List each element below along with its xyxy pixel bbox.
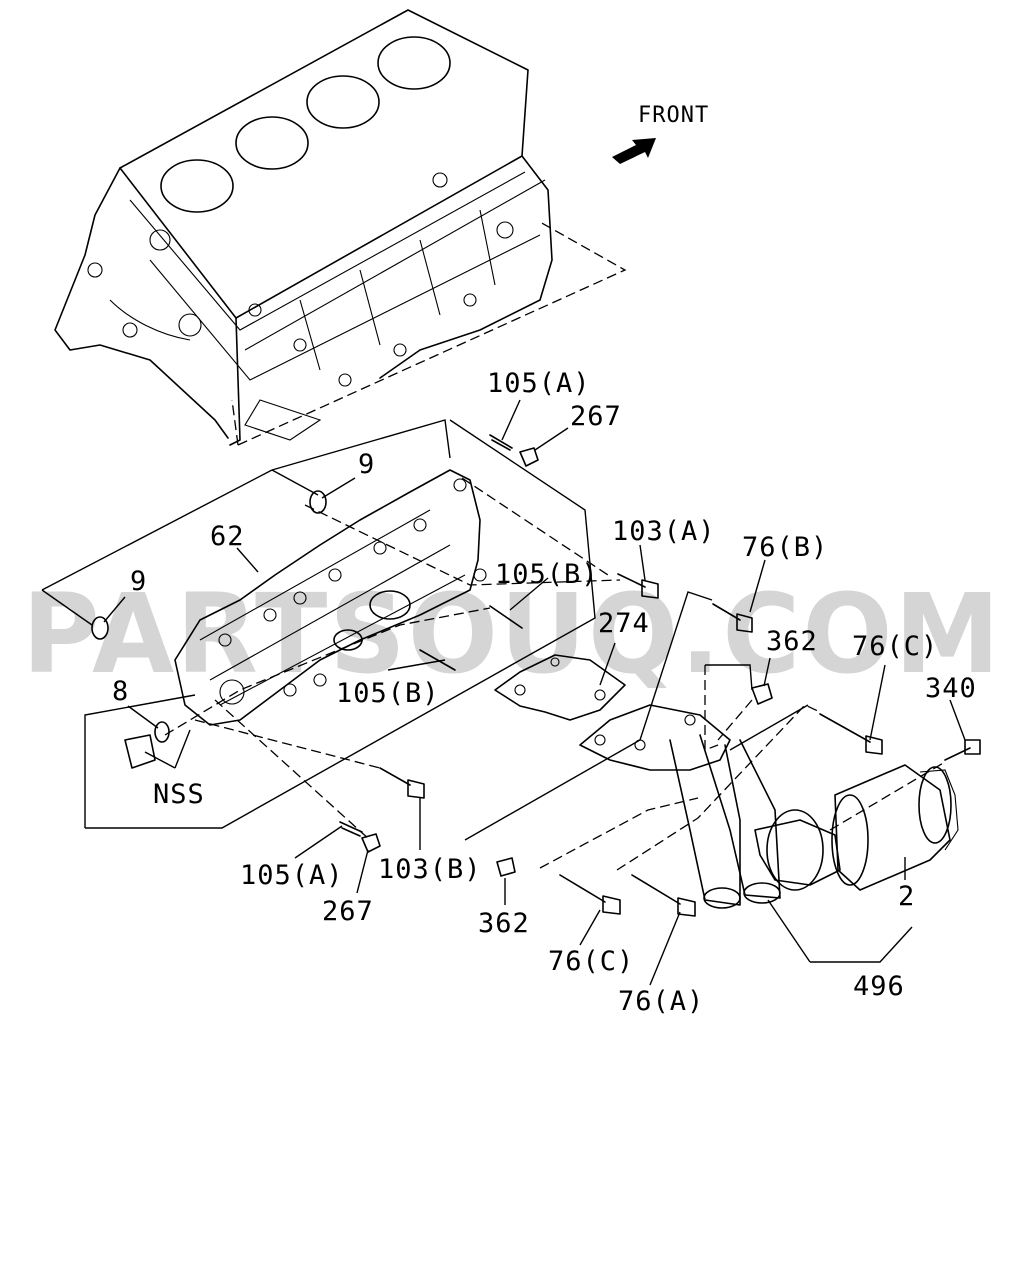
callout-103a: 103(A) <box>612 516 716 547</box>
nut-362-top <box>751 683 773 705</box>
callout-105a-top: 105(A) <box>487 368 591 399</box>
callout-105b-right: 105(B) <box>495 559 599 590</box>
bolt-76c-bottom <box>559 874 606 903</box>
callout-76b: 76(B) <box>742 532 828 563</box>
stud-105a-top <box>489 434 513 451</box>
cylinder-block <box>54 9 627 446</box>
nut-267-top <box>519 447 539 467</box>
callout-362-top: 362 <box>766 626 818 657</box>
callout-76c-right: 76(C) <box>852 631 938 662</box>
nut-267-bottom <box>361 833 381 853</box>
gasket-274 <box>494 654 626 721</box>
o-ring-9-left <box>91 616 109 640</box>
front-arrow-icon <box>612 138 656 164</box>
reference-lines <box>41 419 946 871</box>
callout-76a: 76(A) <box>618 986 704 1017</box>
callout-105b-lower: 105(B) <box>336 678 440 709</box>
bolt-340 <box>944 747 971 761</box>
callout-62: 62 <box>210 521 245 552</box>
o-ring-8 <box>154 721 170 743</box>
callout-267-bottom: 267 <box>322 896 374 927</box>
bolt-76a <box>631 874 681 905</box>
callout-496: 496 <box>853 971 905 1002</box>
callout-8: 8 <box>112 676 129 707</box>
bolt-head-340 <box>964 739 981 755</box>
bolt-head-76a <box>677 897 696 917</box>
callout-nss: NSS <box>153 779 205 810</box>
callout-labels: 105(A) 267 9 62 103(A) 76(B) 105(B) 9 27… <box>112 368 977 1017</box>
bolt-103a <box>617 573 646 588</box>
callout-9-left: 9 <box>130 566 147 597</box>
stud-105b-lower <box>419 649 456 671</box>
watermark: PARTSOUQ.COM <box>22 570 1002 698</box>
callout-76c-bottom: 76(C) <box>548 946 634 977</box>
callout-2: 2 <box>898 881 915 912</box>
callout-362-bottom: 362 <box>478 908 530 939</box>
nut-362-bottom <box>496 857 516 877</box>
bolt-head-76b <box>736 613 753 633</box>
bolt-head-76c-bottom <box>602 895 621 915</box>
callout-274: 274 <box>598 608 650 639</box>
stud-105a-bottom <box>339 821 363 837</box>
bolt-76b <box>712 603 741 621</box>
bolt-head-103a <box>641 579 659 599</box>
stud-105b-right <box>489 605 523 629</box>
callout-340: 340 <box>925 673 977 704</box>
bolt-head-76c-right <box>865 735 883 755</box>
bolt-76c-right <box>819 713 871 743</box>
bolt-103b <box>379 767 411 786</box>
bolt-head-103b <box>407 779 425 799</box>
callout-103b: 103(B) <box>378 854 482 885</box>
cooler-pipe-assembly <box>579 704 841 909</box>
callout-267-top: 267 <box>570 401 622 432</box>
fasteners <box>339 434 981 917</box>
callout-105a-bottom: 105(A) <box>240 860 344 891</box>
o-ring-9-upper <box>309 490 327 514</box>
drain-plug <box>124 734 156 769</box>
oil-cooler-housing <box>174 469 487 726</box>
callout-leaders <box>103 399 966 986</box>
front-label: FRONT <box>638 103 709 128</box>
oil-filter <box>831 764 959 891</box>
front-indicator: FRONT <box>612 103 709 164</box>
callout-9-upper: 9 <box>358 449 375 480</box>
